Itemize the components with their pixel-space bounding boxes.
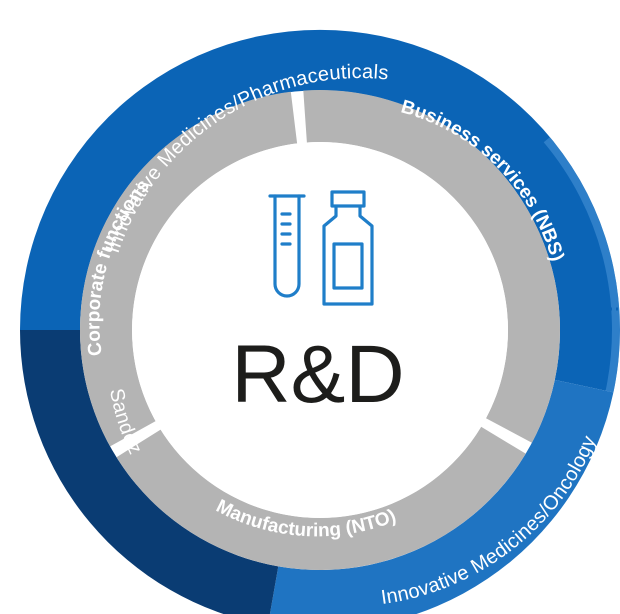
outer-segment-sandoz	[20, 330, 279, 614]
test-tube-icon	[268, 194, 306, 298]
center-title: R&D	[231, 329, 404, 420]
outer-segment-oncology	[269, 379, 614, 614]
inner-ring	[79, 90, 560, 570]
inner-segment-manufacturing	[116, 426, 526, 570]
inner-segment-corporate-functions	[79, 91, 298, 447]
vial-icon	[322, 190, 374, 306]
center-disc	[132, 142, 508, 518]
outer-ring	[19, 29, 620, 614]
outer-ring-accent	[543, 137, 620, 393]
inner-segment-business-services	[303, 90, 560, 443]
outer-segment-pharmaceuticals	[19, 29, 620, 393]
